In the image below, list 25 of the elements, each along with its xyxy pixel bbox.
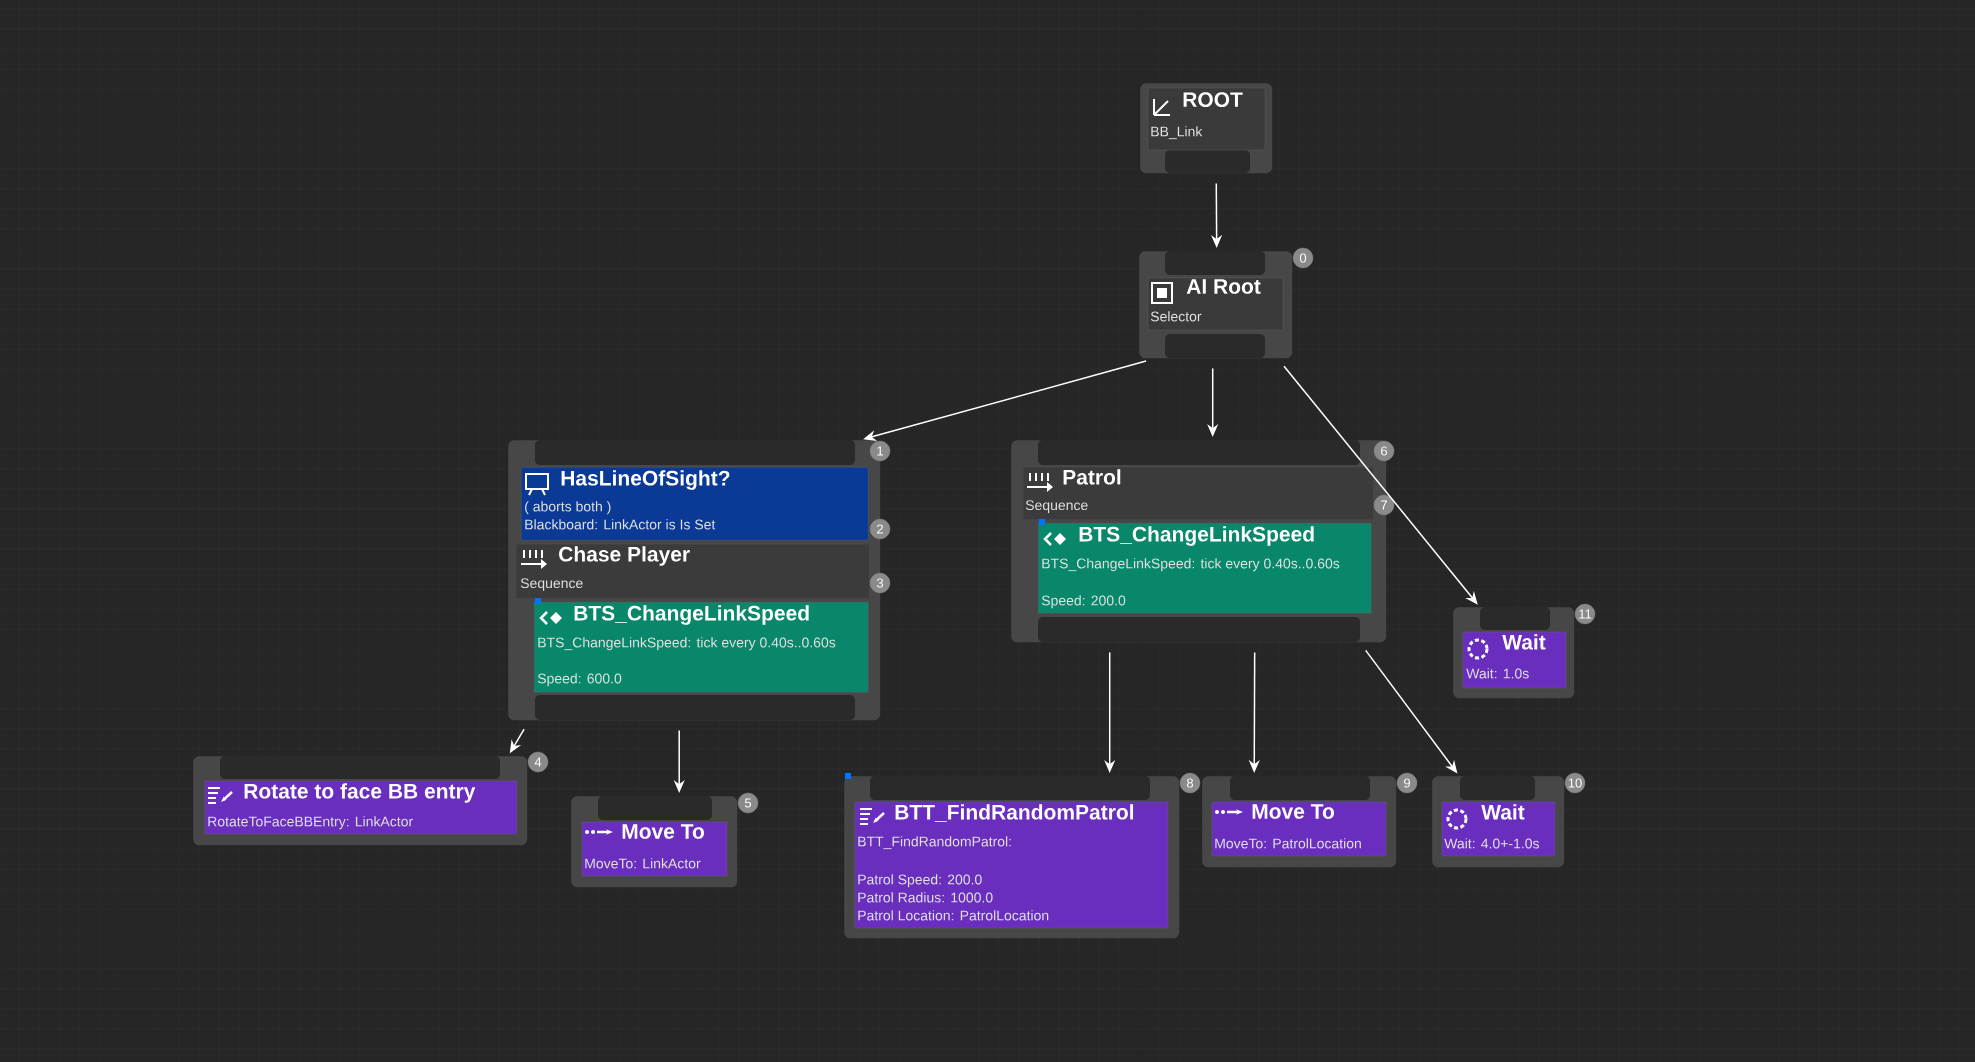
root-node: ROOT BB_Link (1140, 83, 1273, 174)
index-badge: 9 (1396, 772, 1418, 794)
index-badge: 1 (869, 440, 891, 462)
sequence-box: Chase Player Sequence (516, 544, 870, 599)
index-badge: 11 (1574, 603, 1596, 625)
task-node: Move To MoveTo: PatrolLocation (1202, 776, 1397, 868)
task-node: BTT_FindRandomPatrol BTT_FindRandomPatrol: Patrol Speed: 200.0 Patrol Radius: 1000.0 Patrol Location: PatrolLocation (844, 773, 1180, 939)
service-box: BTS_ChangeLinkSpeed BTS_ChangeLinkSpeed: tick every 0.40s..0.60s Speed: 600.0 (534, 598, 869, 693)
sequence-box: Patrol Sequence (1023, 467, 1374, 520)
index-badge: 6 (1373, 440, 1395, 462)
index-badge: 4 (527, 751, 549, 773)
index-badge: 7 (1373, 494, 1395, 516)
selector-node: AI Root Selector (1139, 251, 1293, 359)
task-node: Wait Wait: 4.0+-1.0s (1432, 776, 1565, 868)
index-badge: 8 (1179, 772, 1201, 794)
index-badge: 3 (869, 572, 891, 594)
task-node: Wait Wait: 1.0s (1453, 607, 1575, 699)
service-box: BTS_ChangeLinkSpeed BTS_ChangeLinkSpeed: tick every 0.40s..0.60s Speed: 200.0 (1038, 519, 1372, 614)
index-badge: 10 (1564, 772, 1586, 794)
index-badge: 2 (869, 518, 891, 540)
index-badge: 5 (737, 792, 759, 814)
decorator-box: HasLineOfSight? ( aborts both ) Blackboard: LinkActor is Is Set (521, 467, 869, 541)
index-badge: 0 (1292, 247, 1314, 269)
task-node: Move To MoveTo: LinkActor (571, 796, 738, 888)
task-node: Rotate to face BB entry RotateToFaceBBEntry: LinkActor (193, 756, 528, 846)
